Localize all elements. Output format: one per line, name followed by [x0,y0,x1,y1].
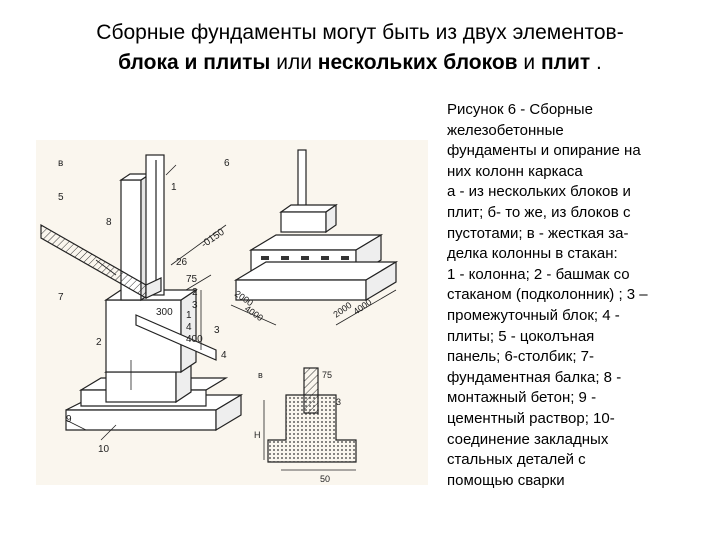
label-1: 1 [171,182,177,193]
title-text-2: и [517,51,541,74]
caption-line: соединение закладных [447,430,609,448]
label-75b: 75 [322,370,332,380]
label-3: 3 [214,325,220,336]
label-4: 4 [221,350,227,361]
label-26: 26 [176,257,188,268]
label-50: 50 [320,474,330,484]
caption-line: них колонн каркаса [447,162,583,180]
title-line-2: блока и плиты или нескольких блоков и пл… [20,48,700,78]
caption-line: фундаментная балка; 8 - [447,368,622,386]
label-5: 5 [58,192,64,203]
caption-line: стаканом (подколонник) ; 3 – [447,286,648,304]
caption-line: плиты; 5 - цоколъная [447,327,595,345]
label-8: 8 [106,217,112,228]
column-b [297,149,307,213]
caption-line: Рисунок 6 - Сборные [447,101,593,118]
caption-line: стальных деталей с [447,451,586,469]
caption-line: пустотами; в - жесткая за- [447,224,629,242]
label-d1: 1 [186,310,192,321]
caption-line: цементный раствор; 10- [447,409,615,427]
label-3b: 3 [336,397,341,407]
title-text-3: . [590,51,602,74]
caption-line: железобетонные [447,121,564,139]
label-v: в [58,158,63,169]
caption-line: помощью сварки [447,471,565,489]
foundation-drawing-b [230,149,399,326]
title-bold-3: плит [540,51,591,74]
label-d400: 400 [186,334,203,345]
socket-section [267,394,357,463]
title-bold-1: блока и плиты [118,51,271,74]
caption-line: 1 - колонна; 2 - башмак со [447,265,630,283]
slide-title: Сборные фундаменты могут быть из двух эл… [20,18,700,78]
label-2: 2 [96,337,102,348]
foundation-drawing-a [40,154,244,441]
title-text-1: или [270,51,318,74]
label-d3: 3 [192,300,198,311]
wall-panel [145,154,165,296]
label-d4: 4 [186,322,192,333]
label-75: 75 [186,274,198,285]
caption-line: промежуточный блок; 4 - [447,306,620,324]
caption-line: панель; 6-столбик; 7- [447,348,595,366]
label-10: 10 [98,444,110,455]
label-d300: 300 [156,307,173,318]
caption-line: плит; б- то же, из блоков с [447,203,631,221]
label-7: 7 [58,292,64,303]
label-9: 9 [66,414,72,425]
caption-line: а - из нескольких блоков и [447,183,631,201]
caption-line: монтажный бетон; 9 - [447,389,597,407]
label-H: H [254,430,261,440]
label-d2: 2 [192,287,198,298]
foundation-section-v [263,367,357,471]
foundation-figure: в 6 1 5 8 -0150 26 75 2 3 7 300 1 4 400 … [36,140,428,485]
title-line-1: Сборные фундаменты могут быть из двух эл… [96,21,624,44]
caption-line: фундаменты и опирание на [447,142,641,160]
caption-line: делка колонны в стакан: [447,245,618,263]
label-6: 6 [224,158,230,169]
title-bold-2: нескольких блоков [317,51,518,74]
scan-background [36,140,428,485]
label-v2: в [258,370,263,380]
figure-caption: Рисунок 6 - Сборные железобетонные фунда… [447,100,709,491]
